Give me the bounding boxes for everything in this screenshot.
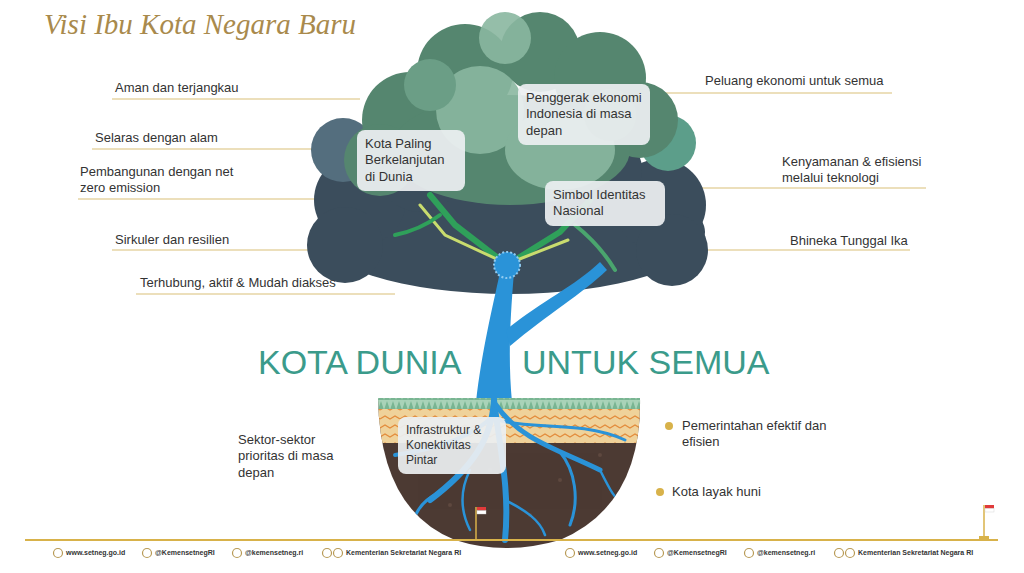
footer-text: @KemensetnegRI <box>667 549 727 558</box>
diagram-title: Visi Ibu Kota Negara Baru <box>44 8 356 41</box>
box-text: Penggerak ekonomi Indonesia di masa depa… <box>526 90 642 139</box>
feature-label: Bhineka Tunggal Ika <box>790 233 908 249</box>
footer-text: www.setneg.go.id <box>578 549 637 558</box>
bullet-label: Kota layak huni <box>672 484 761 500</box>
footer-text: @kemensetneg.ri <box>245 549 303 558</box>
social-icons <box>54 549 855 558</box>
feature-label: Kenyamanan & efisiensi melalui teknologi <box>782 154 942 187</box>
vision-box: Penggerak ekonomi Indonesia di masa depa… <box>518 84 650 145</box>
feature-label: Pembangunan dengan net zero emission <box>80 164 255 197</box>
feature-label: Sirkuler dan resilien <box>115 232 229 248</box>
slogan-text: UNTUK SEMUA <box>522 345 769 379</box>
slogan-text: KOTA DUNIA <box>258 345 461 379</box>
bullet-dot <box>665 422 673 430</box>
box-text: Infrastruktur & Konektivitas Pintar <box>406 423 498 468</box>
footer-text: Kementerian Sekretariat Negara RI <box>858 549 973 558</box>
sector-label: Sektor-sektor prioritas di masa depan <box>238 432 346 481</box>
footer-text: Kementerian Sekretariat Negara RI <box>346 549 461 558</box>
footer-text: @KemensetnegRI <box>155 549 215 558</box>
feature-label: Peluang ekonomi untuk semua <box>705 73 884 89</box>
bullet-label: Pemerintahan efektif dan efisien <box>682 418 847 451</box>
bullet-dot <box>656 488 664 496</box>
box-text: Simbol Identitas Nasional <box>553 187 657 220</box>
footer-text: www.setneg.go.id <box>66 549 125 558</box>
box-text: Kota Paling Berkelanjutan di Dunia <box>365 136 457 185</box>
feature-label: Selaras dengan alam <box>95 130 218 146</box>
canopy-green <box>344 12 678 205</box>
footer-text: @kemensetneg.ri <box>757 549 815 558</box>
footer-rule <box>25 539 998 541</box>
trunk <box>476 262 607 402</box>
feature-label: Terhubung, aktif & Mudah diakses <box>140 275 336 291</box>
flag <box>476 507 486 540</box>
feature-label: Aman dan terjangkau <box>115 80 239 96</box>
vision-box: Infrastruktur & Konektivitas Pintar <box>398 417 506 474</box>
vision-box: Kota Paling Berkelanjutan di Dunia <box>357 130 465 191</box>
vision-box: Simbol Identitas Nasional <box>545 181 665 226</box>
roots <box>395 400 625 540</box>
flag <box>979 505 994 539</box>
